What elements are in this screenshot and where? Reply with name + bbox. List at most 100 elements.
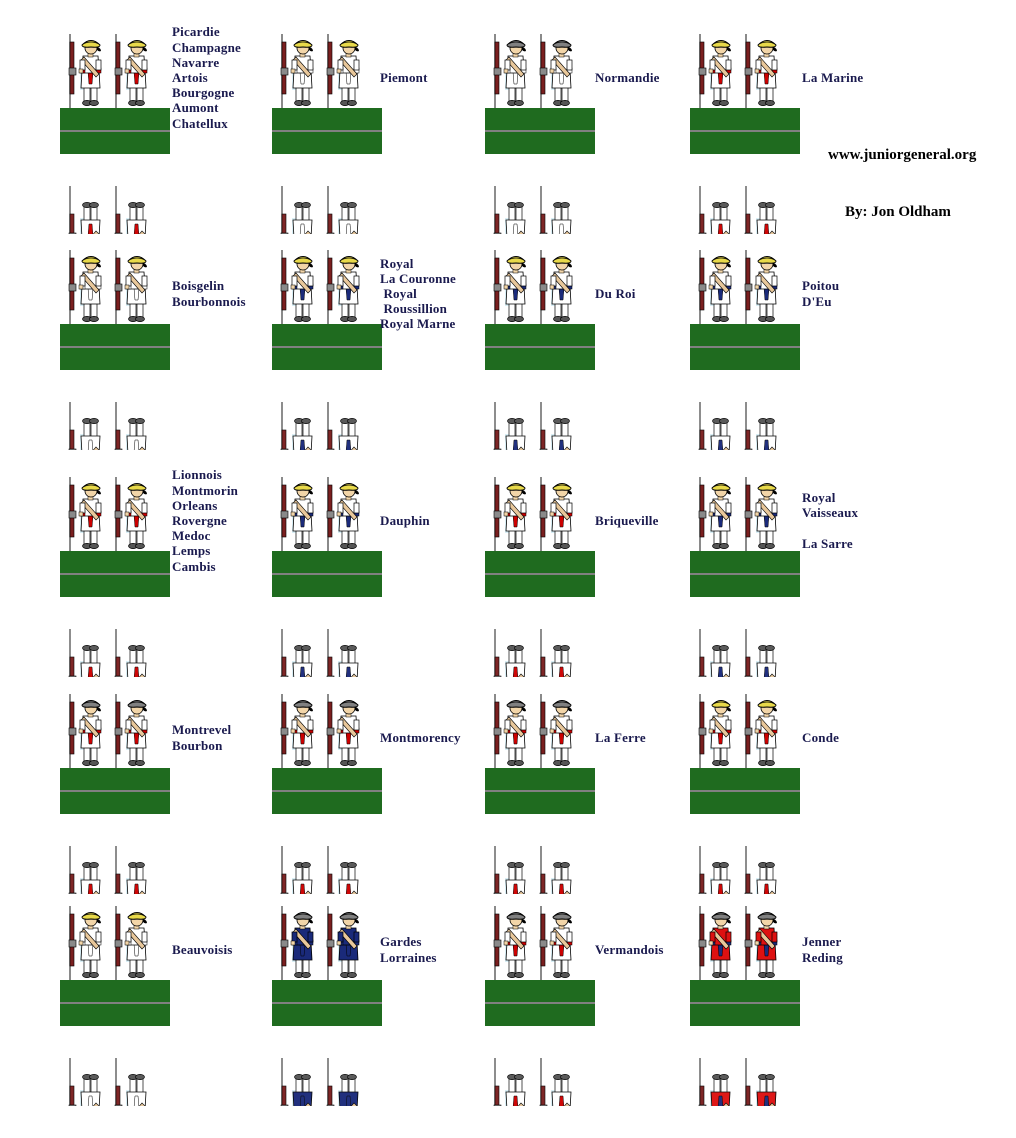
figure-group-dauphin: [272, 477, 382, 677]
base-bar-bottom: [60, 575, 170, 597]
base-bar-top: [272, 551, 382, 573]
soldier-figure-14-b: [539, 694, 573, 782]
unit-label-briqueville: Briqueville: [595, 513, 659, 528]
base-bar-bottom: [485, 132, 595, 154]
base-bar-top: [60, 768, 170, 790]
base-bar-bottom: [272, 348, 382, 370]
unit-label-boisgelin: Boisgelin Bourbonnois: [172, 278, 246, 309]
soldier-figure-8-b: [114, 477, 148, 565]
base-bar-bottom: [485, 1004, 595, 1026]
soldier-figure-15-d: [744, 846, 777, 894]
figure-group-la-ferre: [485, 694, 595, 894]
figure-group-briqueville: [485, 477, 595, 677]
base-bar-top: [485, 108, 595, 130]
soldier-figure-19-c: [698, 1058, 731, 1106]
soldier-figure-12-a: [68, 694, 102, 782]
unit-label-montrevel: Montrevel Bourbon: [172, 722, 232, 753]
base-bar-bottom: [272, 132, 382, 154]
base-bar-bottom: [60, 1004, 170, 1026]
figure-group-boisgelin: [60, 250, 170, 450]
base-bar-top: [60, 980, 170, 1002]
figure-group-jenner: [690, 906, 800, 1106]
website-url[interactable]: www.juniorgeneral.org: [828, 147, 977, 163]
base-bar-top: [60, 551, 170, 573]
figure-group-vermandois: [485, 906, 595, 1106]
base-bar-bottom: [690, 1004, 800, 1026]
base-bar-top: [272, 108, 382, 130]
base-bar-top: [485, 768, 595, 790]
soldier-figure-9-c: [280, 629, 313, 677]
base-bar-top: [690, 768, 800, 790]
unit-label-beauvoisis: Beauvoisis: [172, 942, 233, 957]
unit-label-picardie: Picardie Champagne Navarre Artois Bourgo…: [172, 24, 241, 131]
base-bar-bottom: [60, 792, 170, 814]
soldier-figure-11-a: [698, 477, 732, 565]
base-bar-bottom: [272, 575, 382, 597]
base-bar-bottom: [690, 575, 800, 597]
soldier-figure-5-b: [326, 250, 360, 338]
soldier-figure-13-a: [280, 694, 314, 782]
base-bar-top: [485, 980, 595, 1002]
soldier-figure-3-b: [744, 34, 778, 122]
soldier-figure-12-d: [114, 846, 147, 894]
soldier-figure-1-d: [326, 186, 359, 234]
base-bar-top: [60, 324, 170, 346]
base-bar-bottom: [60, 348, 170, 370]
soldier-figure-4-d: [114, 402, 147, 450]
figure-group-la-marine: [690, 34, 800, 234]
figure-group-piemont: [272, 34, 382, 234]
soldier-figure-7-c: [698, 402, 731, 450]
soldier-figure-1-a: [280, 34, 314, 122]
unit-label-royal-la-couronne: Royal La Couronne Royal Roussillion Roya…: [380, 255, 457, 332]
soldier-figure-0-b: [114, 34, 148, 122]
soldier-figure-5-d: [326, 402, 359, 450]
soldier-figure-3-d: [744, 186, 777, 234]
unit-label-conde: Conde: [802, 730, 840, 745]
soldier-figure-4-a: [68, 250, 102, 338]
unit-label-poitou: Poitou D'Eu: [802, 278, 840, 309]
base-bar-bottom: [690, 348, 800, 370]
base-bar-top: [60, 108, 170, 130]
base-bar-top: [690, 980, 800, 1002]
base-bar-bottom: [272, 1004, 382, 1026]
figure-group-montrevel: [60, 694, 170, 894]
soldier-figure-7-d: [744, 402, 777, 450]
soldier-figure-7-b: [744, 250, 778, 338]
soldier-figure-15-b: [744, 694, 778, 782]
figure-group-montmorency: [272, 694, 382, 894]
base-bar-top: [272, 324, 382, 346]
soldier-figure-12-c: [68, 846, 101, 894]
soldier-figure-19-d: [744, 1058, 777, 1106]
soldier-figure-14-a: [493, 694, 527, 782]
soldier-figure-17-b: [326, 906, 360, 994]
base-bar-bottom: [60, 132, 170, 154]
soldier-figure-10-d: [539, 629, 572, 677]
figure-group-royal-la-couronne: [272, 250, 382, 450]
figure-group-conde: [690, 694, 800, 894]
soldier-figure-4-c: [68, 402, 101, 450]
base-bar-top: [485, 551, 595, 573]
soldier-figure-10-c: [493, 629, 526, 677]
base-bar-top: [690, 108, 800, 130]
soldier-figure-11-b: [744, 477, 778, 565]
soldier-figure-6-a: [493, 250, 527, 338]
soldier-figure-6-c: [493, 402, 526, 450]
soldier-figure-18-d: [539, 1058, 572, 1106]
soldier-figure-2-d: [539, 186, 572, 234]
unit-label-la-marine: La Marine: [802, 70, 864, 85]
soldier-figure-14-c: [493, 846, 526, 894]
base-bar-top: [272, 980, 382, 1002]
soldier-figure-8-d: [114, 629, 147, 677]
base-bar-top: [272, 768, 382, 790]
soldier-figure-15-c: [698, 846, 731, 894]
soldier-figure-17-c: [280, 1058, 313, 1106]
base-bar-top: [690, 551, 800, 573]
unit-label-la-ferre: La Ferre: [595, 730, 646, 745]
soldier-figure-13-b: [326, 694, 360, 782]
soldier-figure-3-a: [698, 34, 732, 122]
soldier-figure-18-c: [493, 1058, 526, 1106]
soldier-figure-0-c: [68, 186, 101, 234]
soldier-figure-6-d: [539, 402, 572, 450]
soldier-figure-11-d: [744, 629, 777, 677]
